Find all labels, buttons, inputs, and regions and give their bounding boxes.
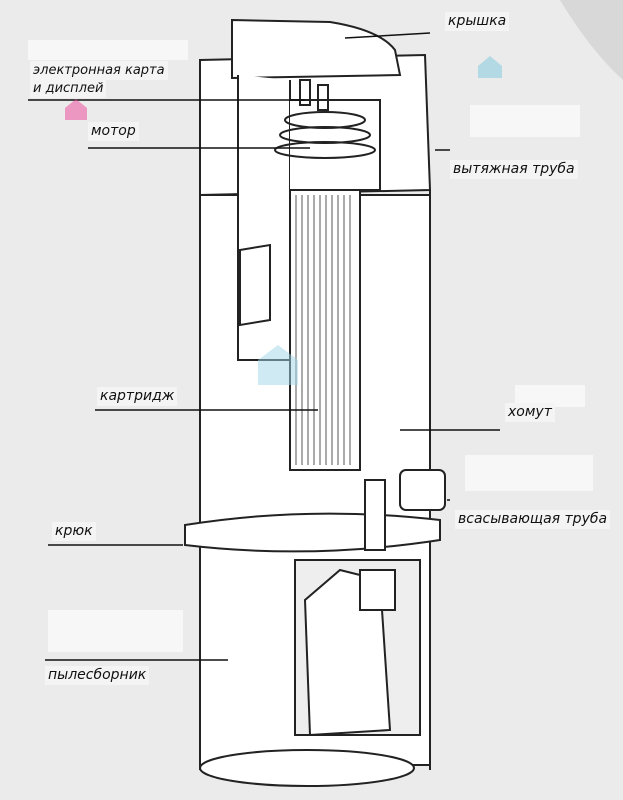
blank-box [48, 610, 183, 652]
label-hook: крюк [52, 522, 96, 541]
blank-box [515, 385, 585, 407]
unit-outline [184, 0, 623, 787]
label-clamp: хомут [505, 403, 555, 422]
label-exhaust-pipe: вытяжная труба [450, 160, 578, 179]
label-cartridge: картридж [97, 387, 178, 406]
leader-lines [28, 32, 500, 661]
blank-box [470, 105, 580, 137]
label-board-line1: электронная карта [30, 61, 168, 80]
label-motor: мотор [88, 122, 139, 141]
label-board-line2: и дисплей [30, 79, 107, 98]
blank-box [28, 40, 188, 60]
blank-box [465, 455, 593, 491]
label-dust-bin: пылесборник [45, 666, 150, 685]
label-lid: крышка [445, 12, 510, 31]
watermark-house-icons [65, 56, 502, 385]
label-intake-pipe: всасывающая труба [455, 510, 611, 529]
